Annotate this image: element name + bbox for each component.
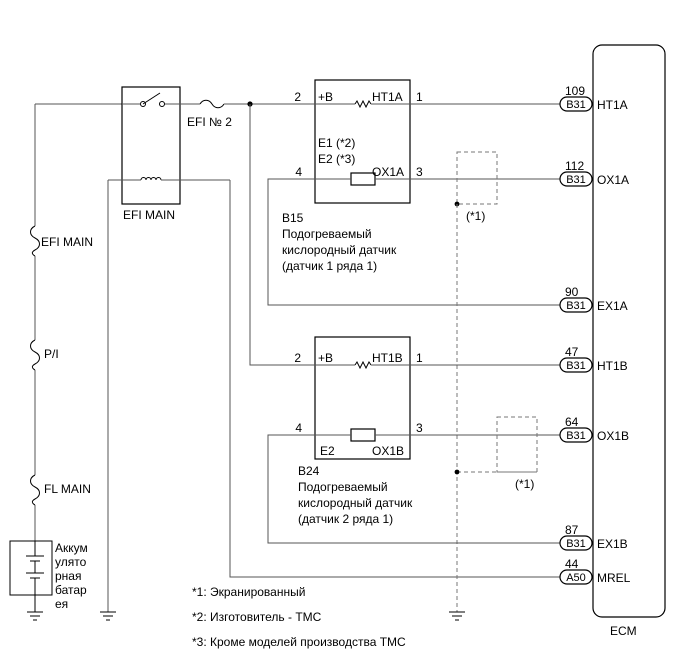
ecm-pin-name: OX1B bbox=[597, 429, 629, 443]
ecm-pin-number: 112 bbox=[565, 159, 584, 173]
sensor2-name-3: (датчик 2 ряда 1) bbox=[298, 512, 393, 526]
ecm-pin-name: HT1B bbox=[597, 359, 628, 373]
battery-label-1: Аккум bbox=[55, 541, 88, 555]
fl-main-fuse: FL MAIN bbox=[30, 474, 91, 506]
ecm-pin-connector: B31 bbox=[566, 99, 586, 111]
ecm-pin-connector: A50 bbox=[566, 572, 586, 584]
sensor2-ox-label: OX1B bbox=[372, 444, 404, 458]
ground-symbol-shield bbox=[449, 611, 465, 621]
ecm-pin-name: EX1A bbox=[597, 299, 628, 313]
sensor2-pin-b: 2 bbox=[294, 351, 301, 365]
ecm-pin-connector: B31 bbox=[566, 360, 586, 372]
fl-main-fuse-label: FL MAIN bbox=[44, 482, 91, 496]
power-feed-line bbox=[34, 103, 122, 541]
ecm-pin-mrel: 44 A50 MREL bbox=[559, 557, 631, 585]
ecm-pin-number: 90 bbox=[565, 285, 579, 299]
ecm-block bbox=[592, 44, 666, 618]
ex1a-wire bbox=[267, 178, 560, 306]
sensor1-e-pin: 4 bbox=[295, 165, 302, 179]
efi-no2-fuse-label: EFI № 2 bbox=[187, 115, 232, 129]
ecm-pin-number: 44 bbox=[565, 557, 579, 571]
sensor1-b-label: +B bbox=[318, 90, 333, 104]
ecm-label: ECM bbox=[610, 624, 637, 638]
ex1b-wire bbox=[267, 434, 560, 544]
ecm-pin-connector: B31 bbox=[566, 538, 586, 550]
oxygen-sensor-2: 2 +B HT1B 1 4 3 E2 OX1B B24 Подогреваемы… bbox=[294, 336, 560, 526]
battery-label-3: рная bbox=[55, 569, 81, 583]
ecm-pin-ex1b: 87 B31 EX1B bbox=[559, 523, 628, 551]
sensor2-ht-label: HT1B bbox=[372, 351, 403, 365]
ground-symbol-battery bbox=[27, 611, 43, 621]
ecm-pin-connector: B31 bbox=[566, 430, 586, 442]
sensor2-b-wire bbox=[249, 104, 306, 366]
sensor1-e2-label: E2 (*3) bbox=[318, 152, 355, 166]
footnote-1: *1: Экранированный bbox=[192, 585, 305, 599]
sensor1-e1-label: E1 (*2) bbox=[318, 136, 355, 150]
efi-no2-fuse: EFI № 2 bbox=[180, 99, 306, 129]
efi-main-fuse: EFI MAIN bbox=[30, 225, 93, 257]
sensor1-ht-label: HT1A bbox=[372, 90, 403, 104]
mrel-wire bbox=[229, 180, 560, 578]
ecm-pin-name: OX1A bbox=[597, 173, 629, 187]
ground-symbol-relay bbox=[100, 611, 116, 621]
shield-1 bbox=[456, 151, 498, 205]
efi-main-fuse-label: EFI MAIN bbox=[41, 235, 93, 249]
battery-label-5: ея bbox=[55, 597, 68, 611]
ecm-pin-ox1a: 112 B31 OX1A bbox=[559, 159, 629, 187]
ecm-pin-ex1a: 90 B31 EX1A bbox=[559, 285, 628, 313]
shield-1-note: (*1) bbox=[466, 209, 485, 223]
battery-label-4: батар bbox=[55, 583, 87, 597]
sensor2-name-1: Подогреваемый bbox=[298, 480, 388, 494]
footnote-2: *2: Изготовитель - TMC bbox=[192, 610, 322, 624]
sensor2-e-pin: 4 bbox=[295, 421, 302, 435]
sensor1-ht-pin: 1 bbox=[416, 90, 423, 104]
sensor2-ox-pin: 3 bbox=[416, 421, 423, 435]
ecm-pin-connector: B31 bbox=[566, 300, 586, 312]
ecm-pin-number: 47 bbox=[565, 345, 579, 359]
battery: Аккум улято рная батар ея bbox=[9, 540, 88, 612]
footnote-3: *3: Кроме моделей производства TMC bbox=[192, 635, 406, 649]
ecm-pin-number: 87 bbox=[565, 523, 579, 537]
ecm-pin-name: MREL bbox=[597, 571, 631, 585]
ecm-pin-connector: B31 bbox=[566, 174, 586, 186]
p-i-fuse-label: P/I bbox=[44, 347, 59, 361]
ecm-pin-ox1b: 64 B31 OX1B bbox=[559, 415, 629, 443]
sensor1-name-3: (датчик 1 ряда 1) bbox=[282, 259, 377, 273]
ecm-pin-number: 109 bbox=[565, 84, 585, 98]
sensor1-code: B15 bbox=[282, 211, 304, 225]
sensor1-name-1: Подогреваемый bbox=[282, 227, 372, 241]
ecm-pin-name: HT1A bbox=[597, 98, 628, 112]
sensor1-ox-label: OX1A bbox=[372, 165, 404, 179]
sensor2-b-label: +B bbox=[318, 351, 333, 365]
ecm-pin-ht1a: 109 B31 HT1A bbox=[559, 84, 628, 112]
sensor1-ox-pin: 3 bbox=[416, 165, 423, 179]
ecm-pin-name: EX1B bbox=[597, 537, 628, 551]
sensor1-name-2: кислородный датчик bbox=[282, 243, 397, 257]
battery-label-2: улято bbox=[55, 555, 87, 569]
shield-2 bbox=[496, 416, 538, 473]
ecm-pin-ht1b: 47 B31 HT1B bbox=[559, 345, 628, 373]
efi-main-relay-label: EFI MAIN bbox=[123, 208, 175, 222]
sensor2-code: B24 bbox=[298, 464, 320, 478]
p-i-fuse: P/I bbox=[30, 339, 59, 371]
sensor1-pin-b: 2 bbox=[294, 90, 301, 104]
oxygen-sensor-1: 2 +B HT1A 1 E1 (*2) E2 (*3) OX1A 3 4 B15… bbox=[282, 79, 560, 273]
sensor2-ht-pin: 1 bbox=[416, 351, 423, 365]
sensor2-name-2: кислородный датчик bbox=[298, 496, 413, 510]
sensor2-e-label: E2 bbox=[320, 444, 335, 458]
shield-2-junction bbox=[454, 469, 460, 475]
shield-2-note: (*1) bbox=[515, 477, 534, 491]
efi-main-relay: EFI MAIN bbox=[108, 86, 230, 222]
ecm-pin-number: 64 bbox=[565, 415, 579, 429]
